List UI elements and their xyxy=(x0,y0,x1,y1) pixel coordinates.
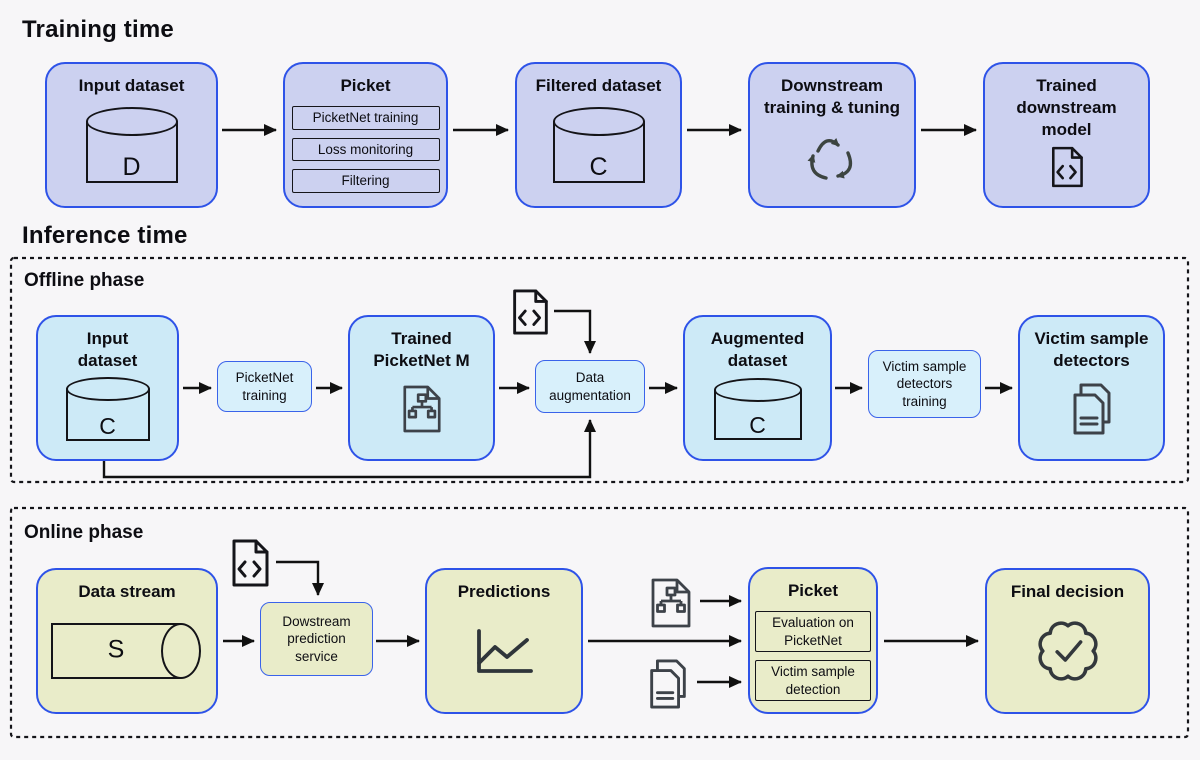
step-evaluation-picketnet: Evaluation on PicketNet xyxy=(755,611,871,653)
picket-online-steps: Evaluation on PicketNet Victim sample de… xyxy=(755,611,871,702)
step-loss-monitoring: Loss monitoring xyxy=(291,137,440,162)
step-victim-sample-detection: Victim sample detection xyxy=(755,660,871,702)
database-cylinder-icon: C xyxy=(552,107,645,184)
box-title: Victim sample detectors xyxy=(1034,329,1149,371)
box-title: Augmented dataset xyxy=(710,329,805,371)
code-file-icon-online xyxy=(228,538,272,593)
picket-steps: PicketNet training Loss monitoring Filte… xyxy=(291,106,440,193)
box-trained-picketnet: Trained PicketNet M xyxy=(348,315,495,461)
box-filtered-dataset: Filtered dataset C xyxy=(515,62,682,208)
icon-area xyxy=(993,141,1140,193)
horizontal-cylinder-icon: S xyxy=(51,623,203,680)
box-input-dataset-offline: Input dataset C xyxy=(36,315,179,461)
icon-area xyxy=(758,119,906,193)
training-time-heading: Training time xyxy=(22,16,174,43)
database-cylinder-icon: D xyxy=(85,107,178,184)
step-picketnet-training: PicketNet training xyxy=(291,106,440,130)
box-picket-online: Picket Evaluation on PicketNet Victim sa… xyxy=(748,567,878,714)
box-title: Downstream training & tuning xyxy=(764,76,900,118)
code-file-icon xyxy=(1051,146,1083,188)
box-augmented-dataset: Augmented dataset C xyxy=(683,315,832,461)
database-cylinder-icon: C xyxy=(713,378,802,441)
database-cylinder-icon: C xyxy=(65,377,150,442)
dataset-letter: C xyxy=(749,412,766,439)
box-title: Trained downstream model xyxy=(1016,76,1117,140)
box-data-stream: Data stream S xyxy=(36,568,218,714)
flowchart-file-icon xyxy=(651,578,691,628)
icon-area xyxy=(1028,372,1155,446)
icon-area: C xyxy=(46,372,169,446)
code-file-icon-offline xyxy=(508,288,552,341)
cylinder-endcap xyxy=(161,623,201,680)
dataset-letter: D xyxy=(122,153,141,182)
icon-area xyxy=(358,372,485,446)
dataset-letter: C xyxy=(589,153,608,182)
stacked-documents-icon xyxy=(650,659,686,709)
cylinder-body xyxy=(552,121,645,184)
box-title: Trained PicketNet M xyxy=(373,329,470,371)
code-file-icon xyxy=(513,289,548,335)
box-trained-downstream-model: Trained downstream model xyxy=(983,62,1150,208)
cylinder-body xyxy=(85,121,178,184)
box-predictions: Predictions xyxy=(425,568,583,714)
icon-area: S xyxy=(46,603,208,699)
box-picket-training: Picket PicketNet training Loss monitorin… xyxy=(283,62,448,208)
stream-letter: S xyxy=(107,635,125,664)
smallbox-picketnet-training: PicketNet training xyxy=(217,361,312,412)
box-title: Input dataset xyxy=(77,329,138,371)
smallbox-prediction-service: Dowstream prediction service xyxy=(260,602,373,676)
smallbox-detectors-training: Victim sample detectors training xyxy=(868,350,981,418)
smallbox-data-augmentation: Data augmentation xyxy=(535,360,645,413)
inference-time-heading: Inference time xyxy=(22,222,188,249)
box-title: Final decision xyxy=(1010,582,1125,601)
icon-area: D xyxy=(55,97,208,193)
icon-area xyxy=(995,603,1140,699)
stacked-documents-icon xyxy=(1073,383,1110,435)
box-title: Picket xyxy=(787,581,839,600)
flowchart-file-icon xyxy=(402,385,441,433)
box-title: Input dataset xyxy=(78,76,185,95)
box-input-dataset-training: Input dataset D xyxy=(45,62,218,208)
recycle-arrows-icon xyxy=(807,138,853,180)
box-final-decision: Final decision xyxy=(985,568,1150,714)
flowchart-file-icon-online xyxy=(648,577,694,634)
box-title: Predictions xyxy=(457,582,551,601)
box-title: Picket xyxy=(340,76,391,95)
badge-check-icon xyxy=(1037,621,1098,681)
dataset-letter: C xyxy=(99,413,116,440)
icon-area xyxy=(435,603,573,699)
code-file-icon xyxy=(232,539,269,587)
icon-area: C xyxy=(693,372,822,446)
line-chart-icon xyxy=(477,629,533,673)
icon-area: C xyxy=(525,97,672,193)
offline-phase-label: Offline phase xyxy=(24,270,145,291)
box-downstream-training: Downstream training & tuning xyxy=(748,62,916,208)
step-filtering: Filtering xyxy=(291,169,440,193)
stacked-documents-icon-online xyxy=(644,658,692,715)
box-title: Data stream xyxy=(78,582,176,601)
online-phase-label: Online phase xyxy=(24,522,144,543)
box-victim-sample-detectors: Victim sample detectors xyxy=(1018,315,1165,461)
box-title: Filtered dataset xyxy=(535,76,662,95)
